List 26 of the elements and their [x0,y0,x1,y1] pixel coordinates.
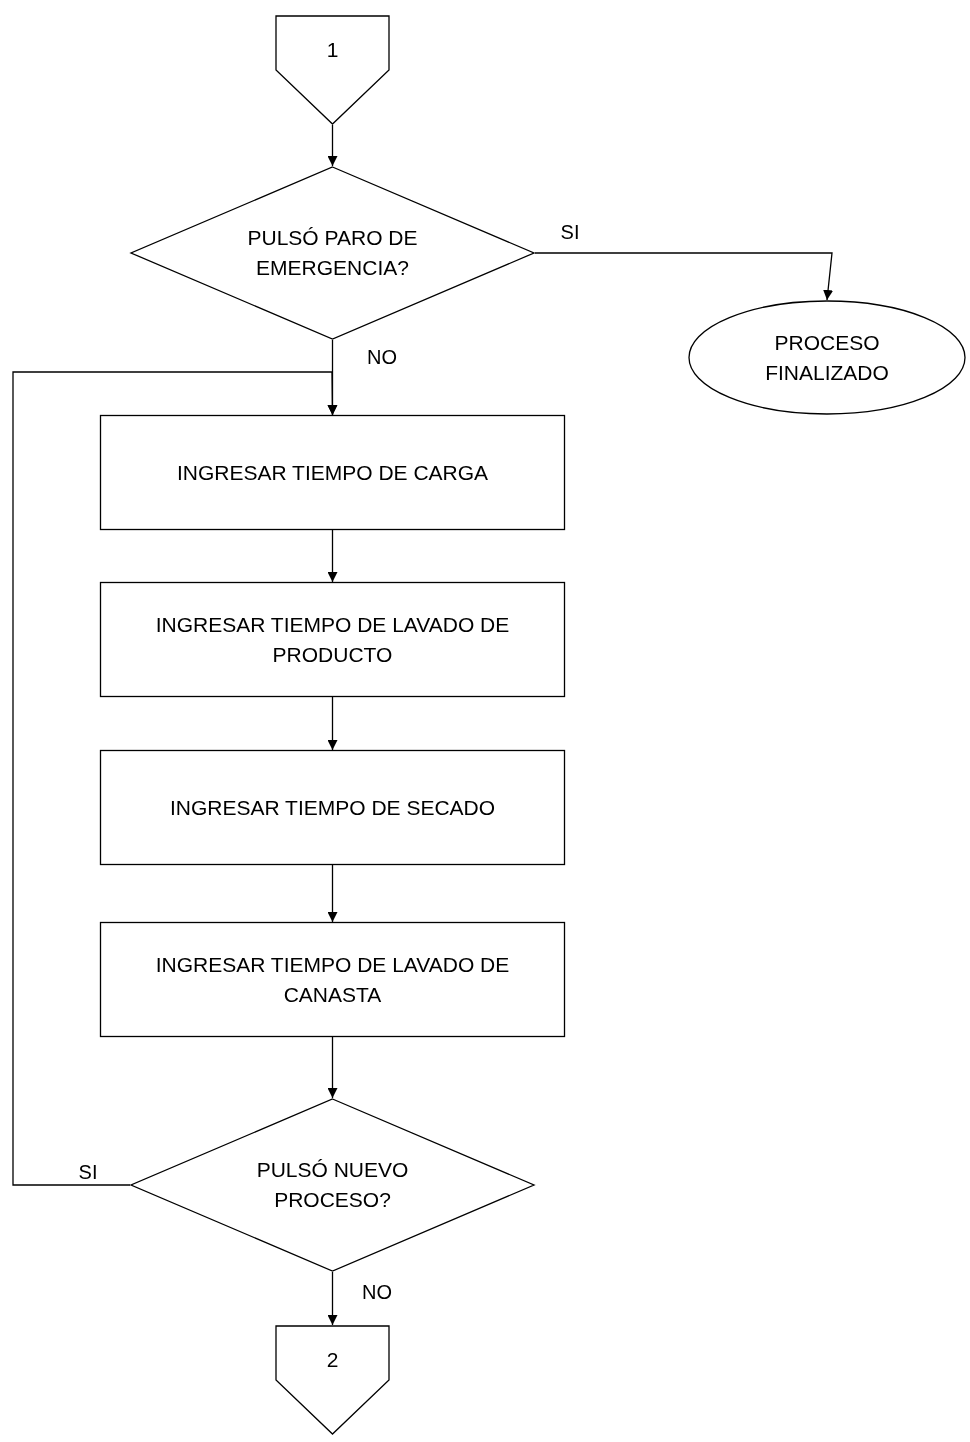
arrow [12,371,338,1186]
node-text: INGRESAR TIEMPO DE SECADO [169,794,496,821]
process-box [100,922,565,1037]
arrow [534,252,834,301]
process-box [100,582,565,697]
off-page-connector [275,15,390,125]
off-page-connector [275,1325,390,1435]
node-text: PULSÓ PARO DE EMERGENCIA? [246,225,419,281]
node-text: 2 [326,1347,339,1373]
decision-diamond [130,1098,535,1272]
arrow [327,1036,338,1099]
process-box [100,750,565,865]
node-text: PROCESO FINALIZADO [764,329,890,386]
node-text: INGRESAR TIEMPO DE CARGA [176,459,489,486]
arrow [327,696,338,751]
node-text: INGRESAR TIEMPO DE LAVADO DE CANASTA [154,951,511,1008]
process-box [100,415,565,530]
decision-diamond [130,166,535,340]
terminator-ellipse [688,300,966,415]
arrow [327,529,338,583]
arrow [327,124,338,167]
node-text: 1 [326,37,339,63]
arrow [327,864,338,923]
arrow [327,1271,338,1326]
node-text: INGRESAR TIEMPO DE LAVADO DE PRODUCTO [154,611,511,668]
node-text: PULSÓ NUEVO PROCESO? [255,1157,410,1213]
